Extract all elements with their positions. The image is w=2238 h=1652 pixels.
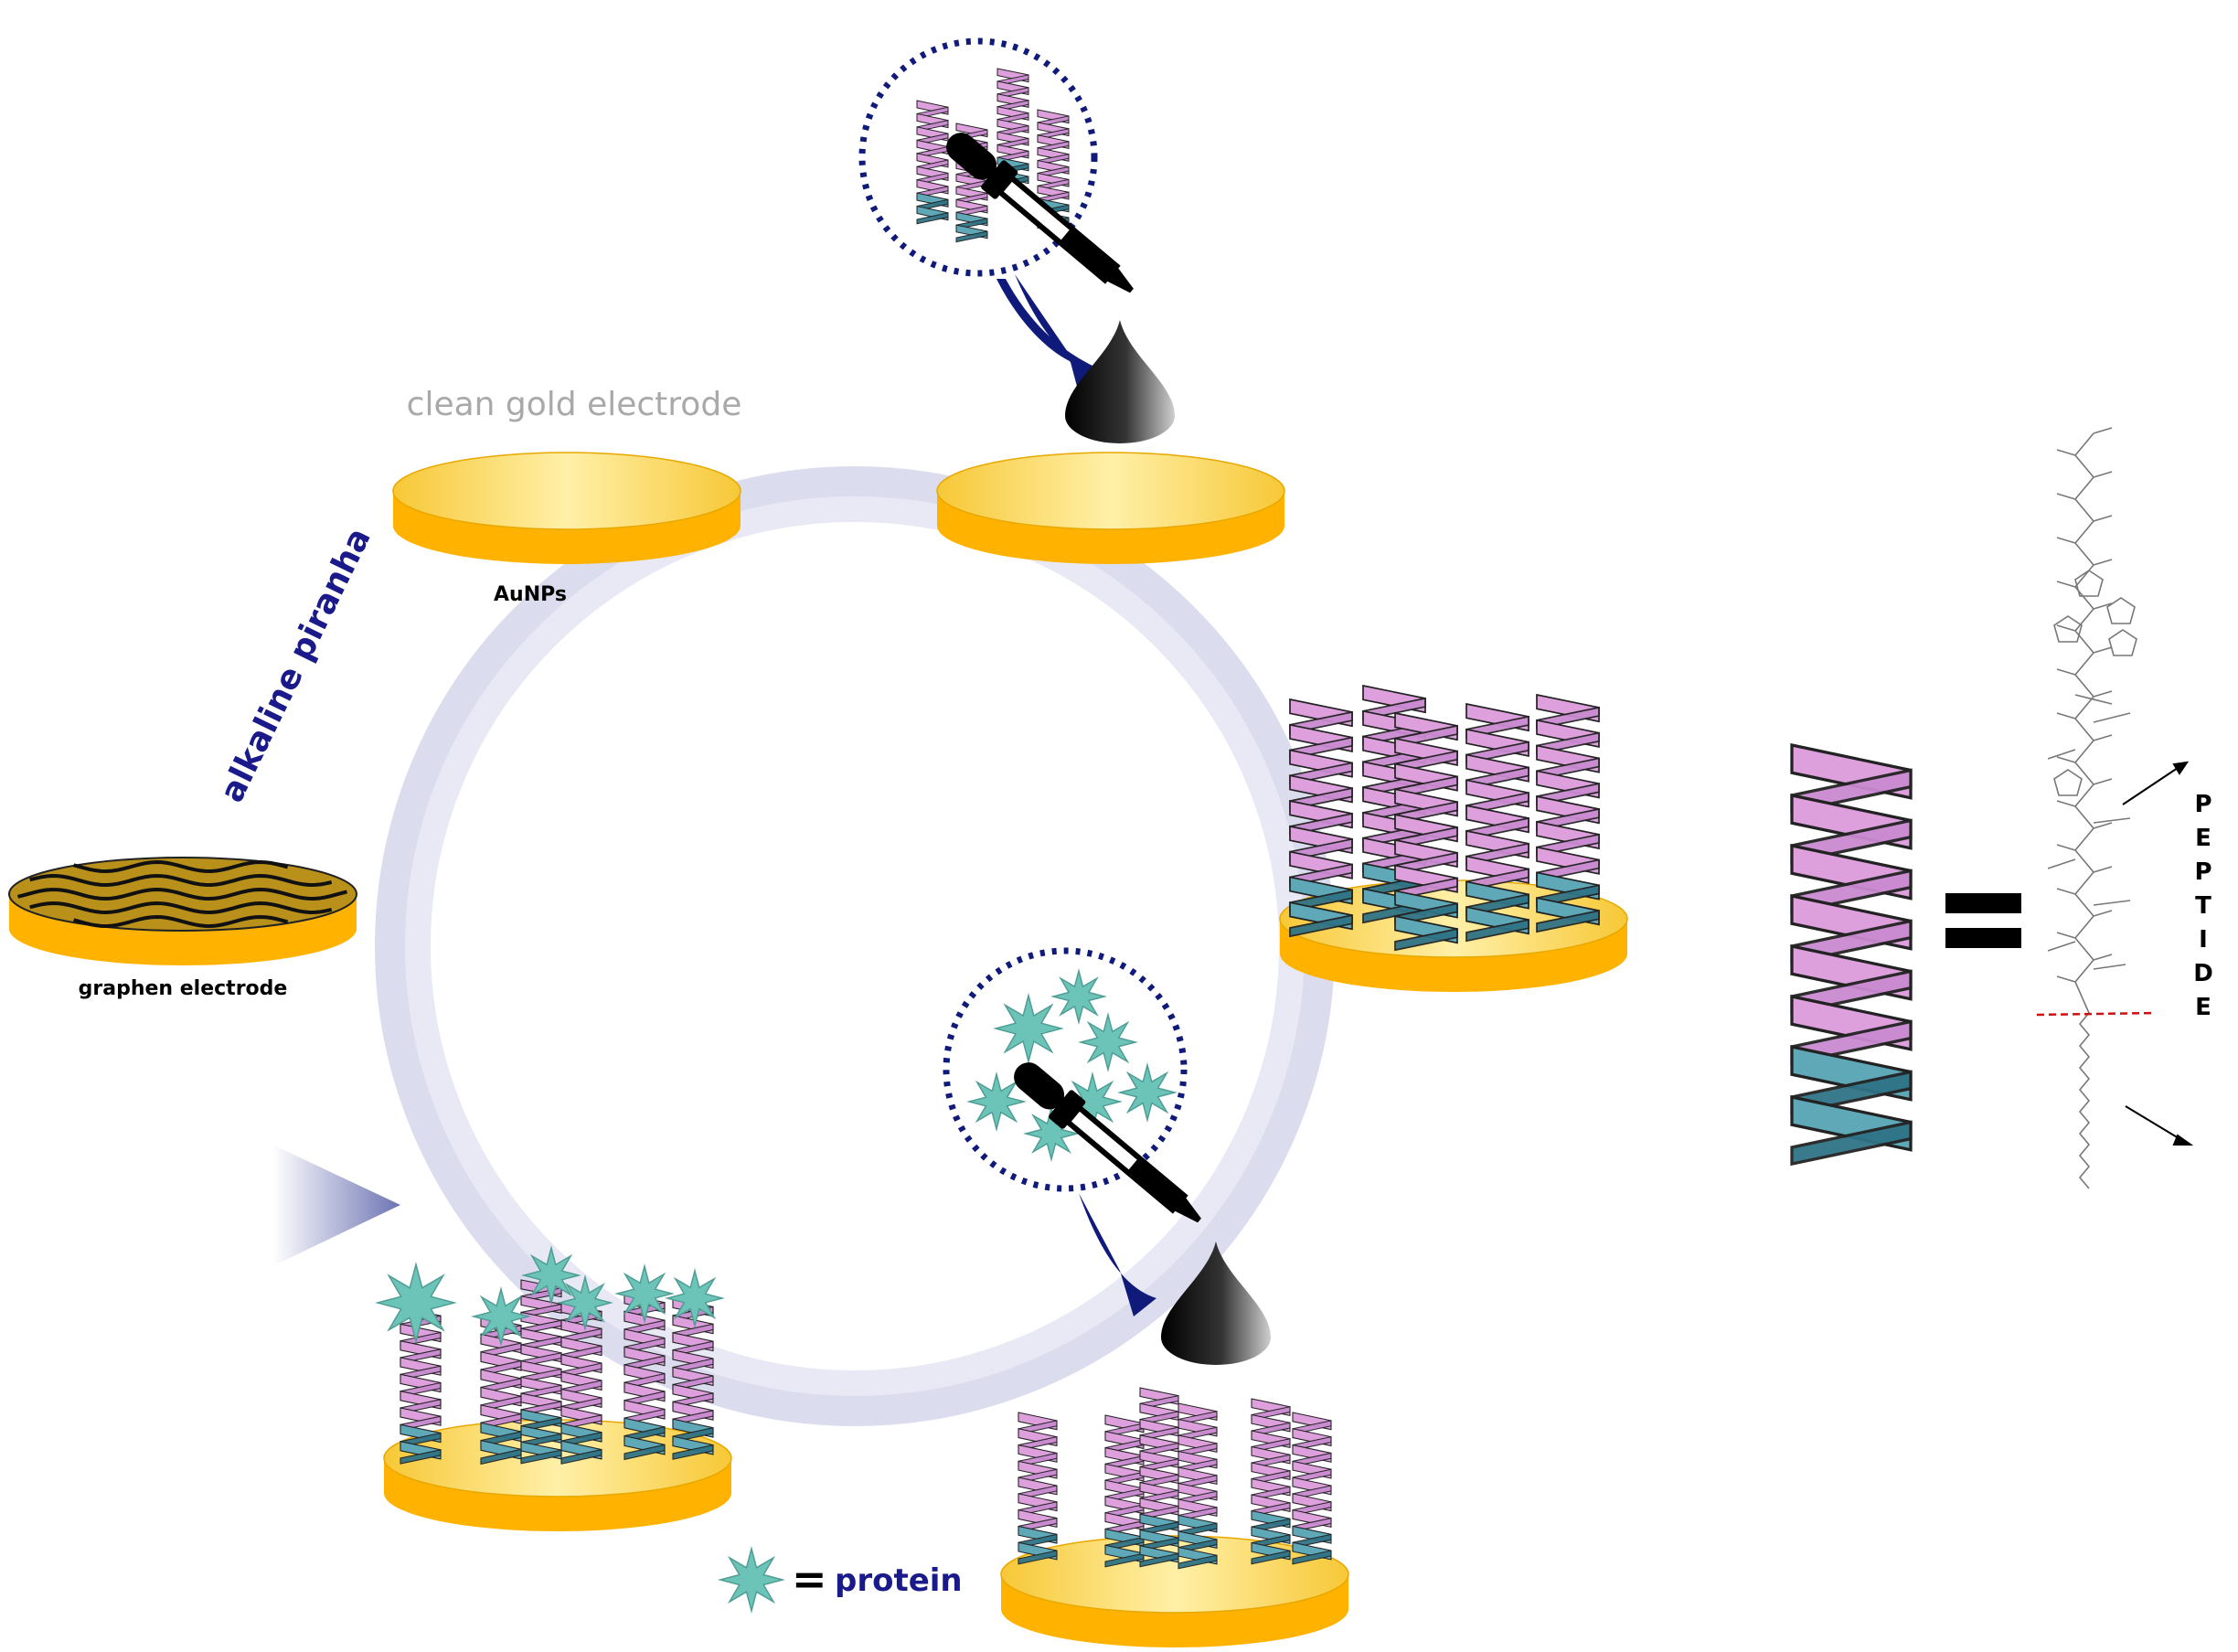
peptide-letter: I bbox=[2199, 926, 2208, 954]
star-icon bbox=[557, 1274, 613, 1331]
peptide-monolayer-protein-bound bbox=[400, 1279, 714, 1465]
peptide-helix bbox=[1178, 1402, 1218, 1570]
peptide-helix bbox=[1465, 702, 1529, 943]
peptide-helix bbox=[1362, 684, 1426, 924]
clean-gold-electrode bbox=[392, 452, 741, 564]
peptide-helix bbox=[1394, 711, 1458, 952]
peptide-letter: E bbox=[2195, 994, 2211, 1021]
protein-equals: = bbox=[792, 1554, 827, 1604]
star-icon bbox=[966, 1071, 1027, 1132]
protein-label: protein bbox=[835, 1562, 963, 1599]
peptide-helix bbox=[1018, 1412, 1058, 1565]
clean-gold-label: clean gold electrode bbox=[407, 386, 742, 423]
star-icon bbox=[718, 1546, 785, 1614]
peptide-monolayer-right bbox=[1289, 684, 1600, 952]
peptide-chemical-structure bbox=[2047, 427, 2137, 1189]
peptide-legend-symbol bbox=[1790, 742, 1913, 1167]
drop-icon bbox=[1065, 320, 1175, 443]
protein-legend: = protein bbox=[718, 1546, 963, 1614]
protein-bound-electrode bbox=[383, 1419, 732, 1531]
drop-icon bbox=[1161, 1242, 1271, 1365]
star-icon bbox=[993, 993, 1064, 1064]
peptide-helix bbox=[1139, 1387, 1179, 1568]
star-icon bbox=[1117, 1062, 1178, 1123]
peptide-letter: P bbox=[2194, 791, 2211, 818]
peptide-helix bbox=[672, 1297, 714, 1460]
star-icon bbox=[521, 1245, 581, 1306]
peptide-helix bbox=[560, 1302, 602, 1465]
peptide-helix bbox=[1292, 1412, 1332, 1565]
dropper-icon bbox=[1014, 1062, 1201, 1223]
peptide-helix bbox=[1536, 693, 1600, 933]
peptide-helix bbox=[520, 1279, 562, 1465]
peptide-helix bbox=[916, 100, 949, 225]
peptide-legend-helix bbox=[1790, 742, 1913, 1167]
cycle-arrowhead bbox=[272, 1145, 400, 1266]
star-icon bbox=[614, 1263, 675, 1324]
peptide-helix bbox=[1251, 1398, 1291, 1565]
peptide-helix bbox=[1104, 1414, 1145, 1568]
curved-arrow-bottom bbox=[1079, 1193, 1156, 1316]
alkaline-piranha-label: alkaline piranha bbox=[213, 522, 378, 808]
star-icon bbox=[1078, 1012, 1138, 1072]
solution-peptides bbox=[916, 68, 1070, 243]
peptide-letter: E bbox=[2195, 825, 2211, 852]
equals-sign bbox=[1945, 893, 2021, 948]
peptide-letter: D bbox=[2193, 960, 2213, 987]
peptide-letter: P bbox=[2194, 858, 2211, 886]
graphen-electrode bbox=[8, 857, 357, 965]
aunps-label: AuNPs bbox=[494, 583, 567, 606]
solution-proteins bbox=[966, 968, 1178, 1162]
star-icon bbox=[471, 1286, 531, 1347]
star-icon bbox=[1050, 968, 1107, 1025]
gold-electrode-top-right bbox=[936, 452, 1285, 564]
peptide-modified-electrode-bottom bbox=[1000, 1535, 1349, 1647]
peptide-solution-circle bbox=[858, 37, 1098, 277]
dropper-icon bbox=[946, 133, 1134, 293]
peptide-helix bbox=[1037, 109, 1070, 229]
pointer-arrows bbox=[2122, 761, 2194, 1146]
peptide-letter: T bbox=[2195, 892, 2211, 920]
peptide-monolayer-bottom bbox=[1018, 1387, 1332, 1570]
star-icon bbox=[665, 1268, 725, 1328]
curved-arrow-top bbox=[996, 279, 1092, 384]
protein-solution-circle bbox=[943, 947, 1188, 1192]
bound-proteins bbox=[375, 1245, 725, 1347]
peptide-helix bbox=[996, 68, 1029, 188]
graphen-electrode-label: graphen electrode bbox=[79, 977, 288, 1000]
peptide-helix bbox=[1289, 698, 1353, 938]
peptide-helix bbox=[400, 1306, 442, 1465]
cleavage-line bbox=[2036, 1011, 2157, 1017]
star-icon bbox=[375, 1262, 457, 1344]
star-icon bbox=[718, 1546, 785, 1614]
